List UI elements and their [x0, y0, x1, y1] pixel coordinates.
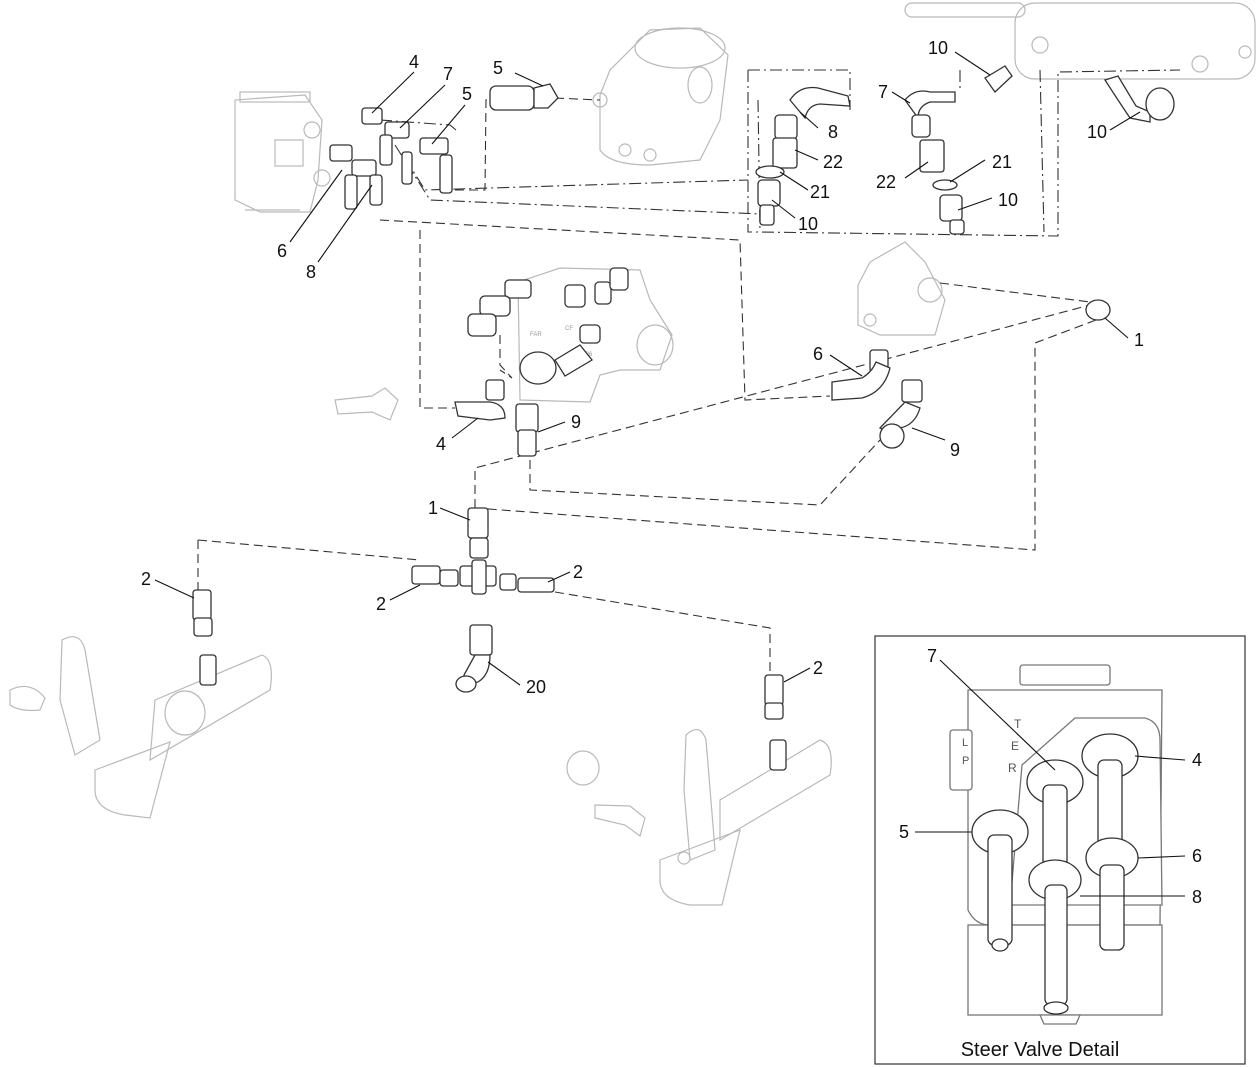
callout-label: 8: [1192, 887, 1202, 907]
callout-label: 2: [813, 658, 823, 678]
manifold-label-cf: CF: [565, 326, 573, 332]
arm-fittings: [192, 589, 787, 771]
callout-label: 22: [876, 172, 896, 192]
callout-label: 4: [1192, 750, 1202, 770]
callout-label: 22: [823, 152, 843, 172]
inset-caption: Steer Valve Detail: [961, 1039, 1120, 1061]
right-valve-block: [857, 241, 946, 336]
callout-label: 5: [899, 822, 909, 842]
callout-label: 5: [462, 84, 472, 104]
steering-valve: [234, 91, 331, 213]
valve-port-8: [1028, 859, 1082, 1015]
callout-label: 2: [376, 594, 386, 614]
fittings-top-left: [329, 107, 453, 210]
manifold-label-p6: P6: [585, 352, 593, 358]
right-block-fittings: [831, 299, 1111, 449]
callout-label: 10: [998, 190, 1018, 210]
callout-label: 6: [813, 344, 823, 364]
port-letter-r: R: [1008, 761, 1017, 775]
callout-label: 10: [1087, 122, 1107, 142]
valve-port-6: [1085, 837, 1139, 951]
callout-label: 6: [1192, 846, 1202, 866]
steering-cylinder: [904, 2, 1256, 80]
callout-label: 2: [141, 569, 151, 589]
callout-label: 21: [810, 182, 830, 202]
valve-port-5: [971, 809, 1029, 952]
left-steering-arm: [9, 636, 272, 819]
callout-label: 1: [1134, 330, 1144, 350]
callout-label: 8: [828, 122, 838, 142]
tee-fitting-assembly: [411, 507, 555, 693]
callout-label: 7: [927, 646, 937, 666]
fitting-pump-elbow: [489, 83, 559, 111]
callout-label: 6: [277, 241, 287, 261]
loose-fittings: [334, 387, 646, 837]
callout-label: 9: [571, 412, 581, 432]
manifold-fittings: [454, 267, 629, 457]
hydraulic-pump: [592, 27, 729, 166]
callout-label: 8: [306, 262, 316, 282]
callout-label: 7: [443, 64, 453, 84]
side-letter-l: L: [962, 737, 968, 749]
callout-label: 4: [409, 52, 419, 72]
port-letter-e: E: [1011, 739, 1019, 753]
callout-label: 5: [493, 58, 503, 78]
manifold-label-far: FAR: [530, 332, 542, 338]
callout-label: 1: [428, 498, 438, 518]
leader-lines: [154, 51, 1141, 686]
cylinder-fittings: [755, 65, 1175, 235]
callout-label: 10: [798, 214, 818, 234]
callout-label: 7: [878, 82, 888, 102]
steer-valve-detail-inset: T E R L P: [874, 635, 1246, 1065]
callout-label: 10: [928, 38, 948, 58]
callout-label: 9: [950, 440, 960, 460]
callout-label: 4: [436, 434, 446, 454]
callout-label: 21: [992, 152, 1012, 172]
right-steering-arm: [659, 729, 832, 906]
callout-label: 20: [526, 677, 546, 697]
side-letter-p: P: [962, 755, 969, 767]
callout-label: 2: [573, 562, 583, 582]
port-letter-t: T: [1014, 717, 1022, 731]
callout-numbers: 4 7 5 5 6 8 10 7 8 22 21 10 21 22 10 10 …: [141, 38, 1202, 907]
